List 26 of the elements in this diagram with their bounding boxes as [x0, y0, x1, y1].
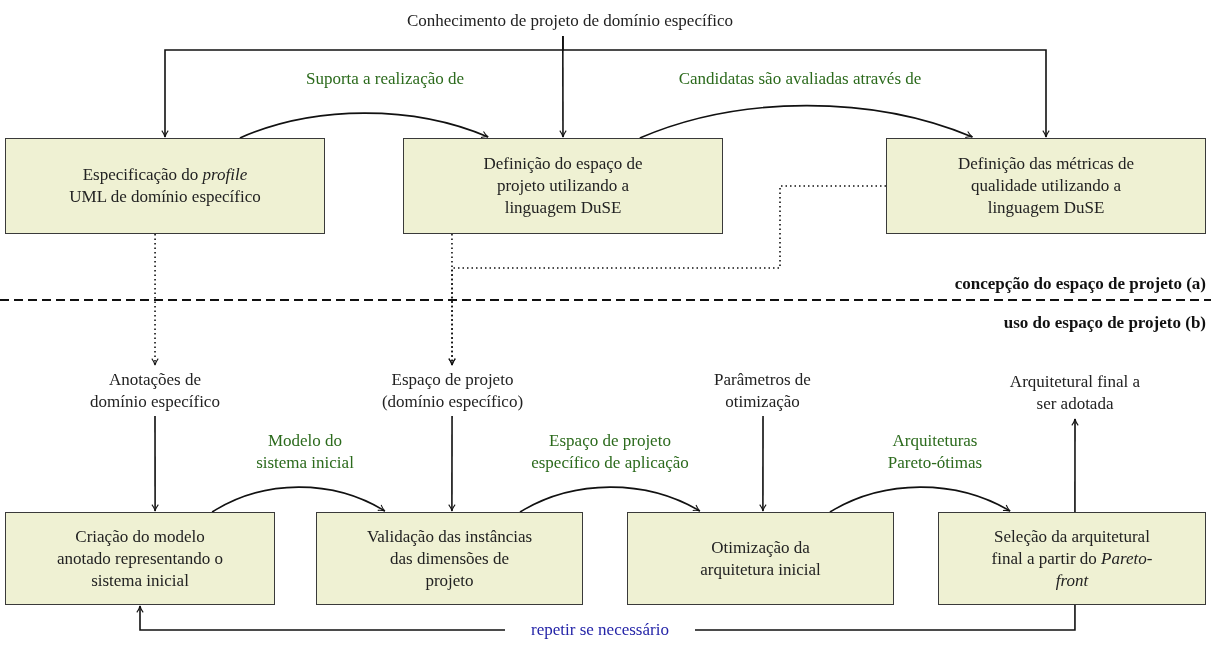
input-label: Espaço de projeto (domínio específico): [380, 369, 525, 413]
process-box: [403, 138, 723, 234]
box-text: Validação das instâncias das dimensões de projeto: [365, 525, 534, 592]
process-box: [886, 138, 1206, 234]
input-label: Anotações de domínio específico: [89, 369, 221, 413]
edge-label: Arquiteturas Pareto-ótimas: [886, 430, 984, 474]
box-text: Seleção da arquitetural final a partir do Pareto-front: [990, 525, 1154, 592]
process-box: [5, 512, 275, 605]
process-box: [5, 138, 325, 234]
process-box: [627, 512, 894, 605]
box-text: Otimização da arquitetura inicial: [699, 536, 822, 581]
input-label: Conhecimento de projeto de domínio específico: [405, 10, 735, 32]
box-text: Especificação do profile UML de domínio específico: [68, 164, 262, 208]
box-text: Definição das métricas de qualidade utilizando a linguagem DuSE: [956, 153, 1136, 219]
edge-label: Suporta a realização de: [304, 68, 466, 90]
edge-label: Modelo do sistema inicial: [255, 430, 355, 474]
process-box: [938, 512, 1206, 605]
section-label: uso do espaço de projeto (b): [1003, 312, 1206, 334]
section-label: concepção do espaço de projeto (a): [954, 273, 1206, 295]
box-text: Definição do espaço de projeto utilizando a linguagem DuSE: [482, 153, 644, 219]
input-label: Parâmetros de otimização: [713, 369, 812, 413]
box-text: Criação do modelo anotado representando o sistema inicial: [55, 525, 225, 592]
edge-label: Candidatas são avaliadas através de: [677, 68, 923, 90]
process-box: [316, 512, 583, 605]
edge-label: Espaço de projeto específico de aplicação: [530, 430, 690, 474]
input-label: Arquitetural final a ser adotada: [1008, 371, 1142, 415]
